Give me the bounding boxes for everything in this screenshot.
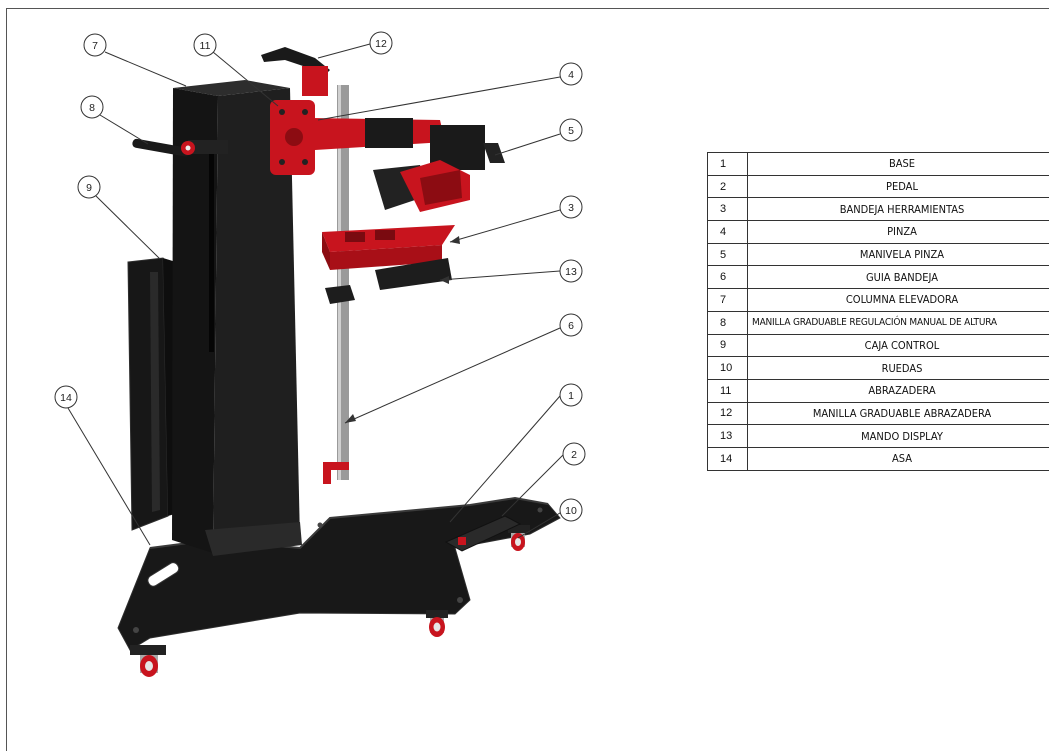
part-number: 14 <box>707 446 748 471</box>
leader-arrowheads <box>345 236 460 423</box>
part-name: CAJA CONTROL <box>747 333 1049 358</box>
balloon-3-label: 3 <box>568 202 574 214</box>
part-number: 11 <box>707 378 748 403</box>
part-name: MANILLA GRADUABLE REGULACIÓN MANUAL DE A… <box>747 310 1049 335</box>
part-number: 1 <box>707 152 748 176</box>
part-name: COLUMNA ELEVADORA <box>747 288 1049 312</box>
part-number: 5 <box>707 242 748 267</box>
balloon-3: 3 <box>559 195 583 219</box>
balloon-6-label: 6 <box>568 320 574 332</box>
part-number: 2 <box>707 174 748 199</box>
balloon-6: 6 <box>559 313 583 337</box>
handle-slot <box>147 562 180 587</box>
balloon-14: 14 <box>54 385 78 409</box>
part-number: 13 <box>707 424 748 448</box>
balloon-8: 8 <box>80 95 104 119</box>
leader-lines <box>67 43 566 546</box>
wheel-front-left <box>130 645 166 677</box>
balloon-13: 13 <box>559 259 583 283</box>
part-number: 7 <box>707 288 748 312</box>
balloon-10-label: 10 <box>565 505 577 517</box>
balloon-13-label: 13 <box>565 266 577 278</box>
balloon-2-label: 2 <box>571 449 577 461</box>
wheel-front-right <box>426 610 448 637</box>
part-name: PINZA <box>747 220 1049 244</box>
clamp-assembly <box>261 47 505 212</box>
balloon-4: 4 <box>559 62 583 86</box>
balloon-2: 2 <box>562 442 586 466</box>
balloon-12: 12 <box>369 31 393 55</box>
balloon-9-label: 9 <box>86 182 92 194</box>
balloon-7: 7 <box>83 33 107 57</box>
part-name: ABRAZADERA <box>747 378 1049 403</box>
balloon-14-label: 14 <box>60 392 72 404</box>
balloon-11-label: 11 <box>200 40 211 52</box>
balloon-12-label: 12 <box>375 38 387 50</box>
balloon-4-label: 4 <box>568 69 574 81</box>
lifting-column <box>172 80 302 556</box>
part-number: 10 <box>707 356 748 380</box>
part-name: GUIA BANDEJA <box>747 265 1049 290</box>
part-name: PEDAL <box>747 174 1049 199</box>
part-name: MANILLA GRADUABLE ABRAZADERA <box>747 401 1049 426</box>
part-number: 4 <box>707 220 748 244</box>
part-name: ASA <box>747 446 1049 471</box>
part-name: BASE <box>747 152 1049 176</box>
part-number: 8 <box>707 310 748 335</box>
pedal <box>444 515 522 552</box>
tray-guide-rail <box>323 85 349 484</box>
balloon-8-label: 8 <box>89 102 95 114</box>
part-number: 12 <box>707 401 748 426</box>
balloon-10: 10 <box>559 498 583 522</box>
balloon-5-label: 5 <box>568 125 574 137</box>
part-name: MANDO DISPLAY <box>747 424 1049 448</box>
part-name: MANIVELA PINZA <box>747 242 1049 267</box>
balloon-7-label: 7 <box>92 40 98 52</box>
balloon-9: 9 <box>77 175 101 199</box>
part-number: 3 <box>707 197 748 222</box>
balloon-1: 1 <box>559 383 583 407</box>
drawing-frame <box>6 8 1049 751</box>
balloon-11: 11 <box>193 33 217 57</box>
balloon-group: 7 11 12 4 8 5 9 3 13 6 14 1 2 10 <box>54 31 586 522</box>
balloon-5: 5 <box>559 118 583 142</box>
display-controller <box>325 258 452 304</box>
part-number: 9 <box>707 333 748 358</box>
part-name: RUEDAS <box>747 356 1049 380</box>
part-name: BANDEJA HERRAMIENTAS <box>747 197 1049 222</box>
balloon-1-label: 1 <box>568 390 574 402</box>
part-number: 6 <box>707 265 748 290</box>
wheel-rear-right <box>508 525 530 551</box>
